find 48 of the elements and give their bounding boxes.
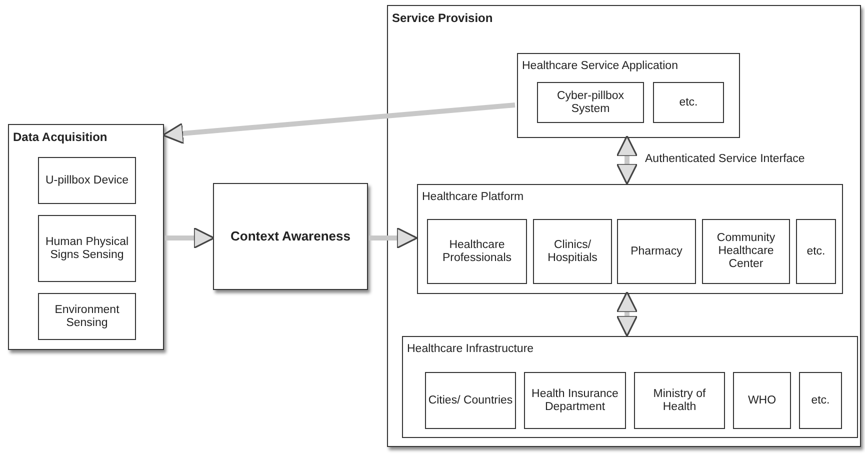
arrow [616,291,638,337]
group-heading: Service Provision [392,12,493,26]
arrow [165,227,215,249]
process-box [427,219,527,284]
box-label: Cyber-pillbox System [556,89,626,116]
group-heading: Healthcare Service Application [522,60,678,74]
box-label: Context Awareness [230,229,352,244]
group-box [417,184,843,294]
arrow [616,135,638,185]
process-box [702,219,790,284]
box-label: Environment Sensing [54,303,120,330]
process-box [617,219,696,284]
process-box [653,82,724,123]
process-box [38,215,136,282]
box-label: etc. [810,394,831,408]
box-label: Community Healthcare Center [716,232,776,272]
process-box [38,293,136,340]
box-label: Cities/ Countries [428,394,513,408]
process-box [799,372,842,429]
group-box [387,5,861,447]
process-box [425,372,516,429]
process-box [537,82,644,123]
group-box [402,336,858,438]
arrow [162,102,516,144]
process-box [524,372,626,429]
box-label: etc. [678,96,699,110]
box-label: WHO [746,394,778,408]
group-heading: Data Acquisition [13,131,108,145]
box-label: Healthcare Professionals [441,238,513,265]
box-label: Ministry of Health [652,387,707,414]
process-box [634,372,725,429]
box-label: U-pillbox Device [44,174,130,188]
box-label: Pharmacy [630,244,684,258]
process-box [38,157,136,204]
group-heading: Healthcare Infrastructure [407,343,534,356]
box-label: Human Physical Signs Sensing [44,235,130,262]
box-label: etc. [806,244,826,258]
box-label: Health Insurance Department [530,387,620,414]
group-box [8,124,164,350]
group-heading: Healthcare Platform [422,191,524,204]
box-label: Clinics/ Hospitials [546,238,598,265]
edge-label: Authenticated Service Interface [645,153,805,165]
arrow [369,227,418,249]
process-box [533,219,612,284]
process-box [213,183,368,290]
group-box [517,53,740,138]
process-box [796,219,836,284]
process-box [733,372,791,429]
